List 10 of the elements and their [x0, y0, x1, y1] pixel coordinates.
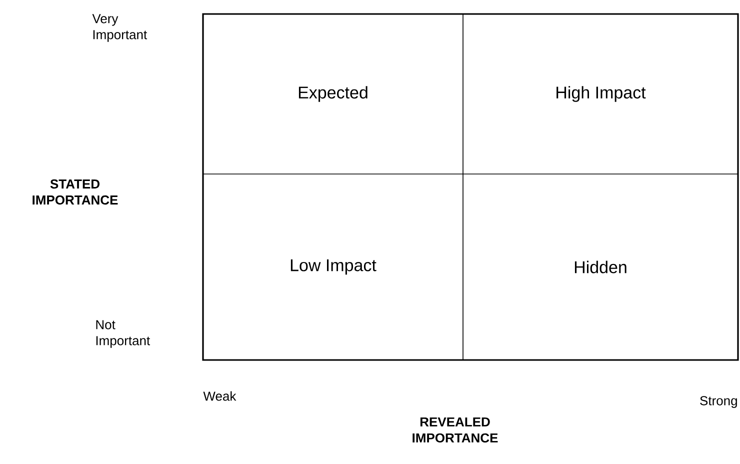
axis-label: REVEALED IMPORTANCE — [412, 417, 498, 443]
axis-label: Weak — [203, 391, 236, 401]
quadrant-box: High Impact — [462, 14, 738, 174]
quadrant-box: Low Impact — [202, 174, 464, 360]
axis-label: Not Important — [96, 320, 150, 348]
quadrant-box: Expected — [202, 14, 464, 174]
axis-label: STATED IMPORTANCE — [32, 179, 118, 205]
axis-label: Very Important — [92, 14, 147, 42]
axis-label: Strong — [700, 396, 737, 408]
quadrant-box: Hidden — [462, 174, 738, 360]
